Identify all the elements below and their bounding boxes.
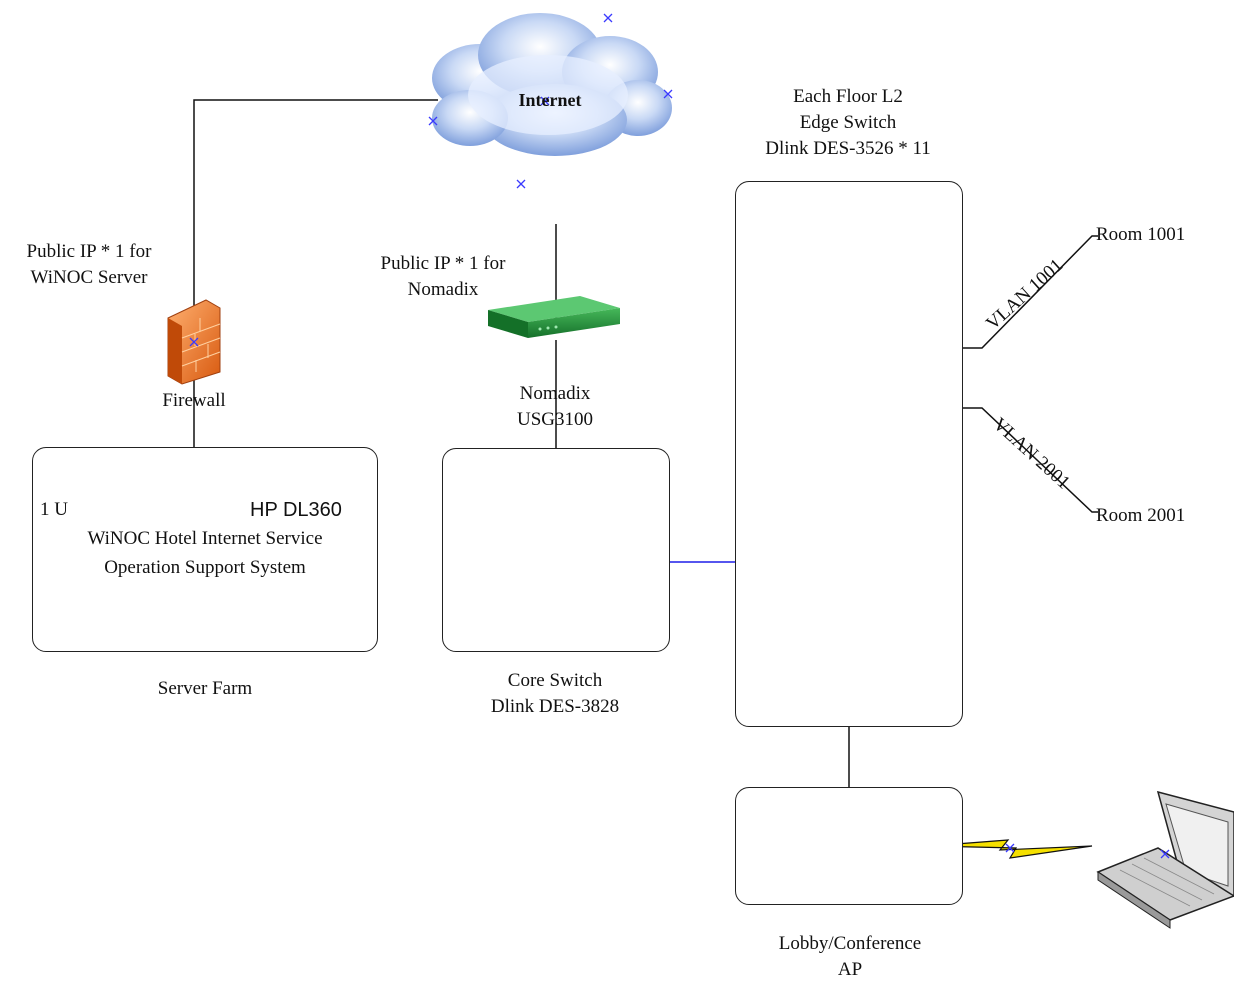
server-desc-line1: WiNOC Hotel Internet Service [87, 528, 323, 549]
internet-cloud-icon [432, 13, 672, 156]
ap-label-line2: AP [837, 959, 863, 980]
edge-switch-line2: Edge Switch [799, 112, 897, 133]
connection-lines [193, 99, 1098, 787]
nomadix-device-line1: Nomadix [519, 383, 591, 404]
server-model-label: HP DL360 [250, 499, 342, 521]
nomadix-router-icon [488, 296, 620, 338]
edge-switch-line3: Dlink DES-3526 * 11 [765, 138, 931, 159]
room-1001-label: Room 1001 [1096, 224, 1186, 245]
winoc-public-ip-label: Public IP * 1 for WiNOC Server [4, 239, 174, 291]
core-switch-label: Core Switch Dlink DES-3828 [455, 668, 655, 720]
winoc-public-ip-line2: WiNOC Server [30, 267, 148, 288]
nomadix-public-ip-line1: Public IP * 1 for [380, 253, 506, 274]
core-switch-line2: Dlink DES-3828 [490, 696, 620, 717]
edge-switch-line1: Each Floor L2 [793, 86, 903, 107]
core-switch-line1: Core Switch [507, 670, 603, 691]
firewall-label: Firewall [162, 390, 226, 411]
access-point-box [735, 787, 963, 905]
link-vlan-bottom [962, 407, 1098, 513]
edge-switch-box [735, 181, 963, 727]
nomadix-device-label: Nomadix USG3100 [490, 381, 620, 433]
nomadix-public-ip-label: Public IP * 1 for Nomadix [355, 251, 531, 303]
laptop-icon [1096, 790, 1234, 929]
room-2001-label: Room 2001 [1096, 505, 1186, 526]
nomadix-public-ip-line2: Nomadix [407, 279, 479, 300]
server-farm-label: Server Farm [157, 678, 253, 699]
core-switch-box [442, 448, 670, 652]
server-desc-line2: Operation Support System [104, 557, 306, 578]
server-size-label: 1 U [40, 499, 68, 520]
nomadix-device-line2: USG3100 [516, 409, 593, 430]
link-vlan-top [962, 235, 1098, 349]
internet-label: Internet [518, 90, 582, 110]
server-farm-box [32, 447, 378, 652]
winoc-public-ip-line1: Public IP * 1 for [26, 241, 152, 262]
edge-switch-label: Each Floor L2 Edge Switch Dlink DES-3526… [728, 84, 968, 162]
ap-label: Lobby/Conference AP [745, 931, 955, 983]
ap-label-line1: Lobby/Conference [778, 933, 922, 954]
link-internet-firewall [193, 99, 438, 318]
